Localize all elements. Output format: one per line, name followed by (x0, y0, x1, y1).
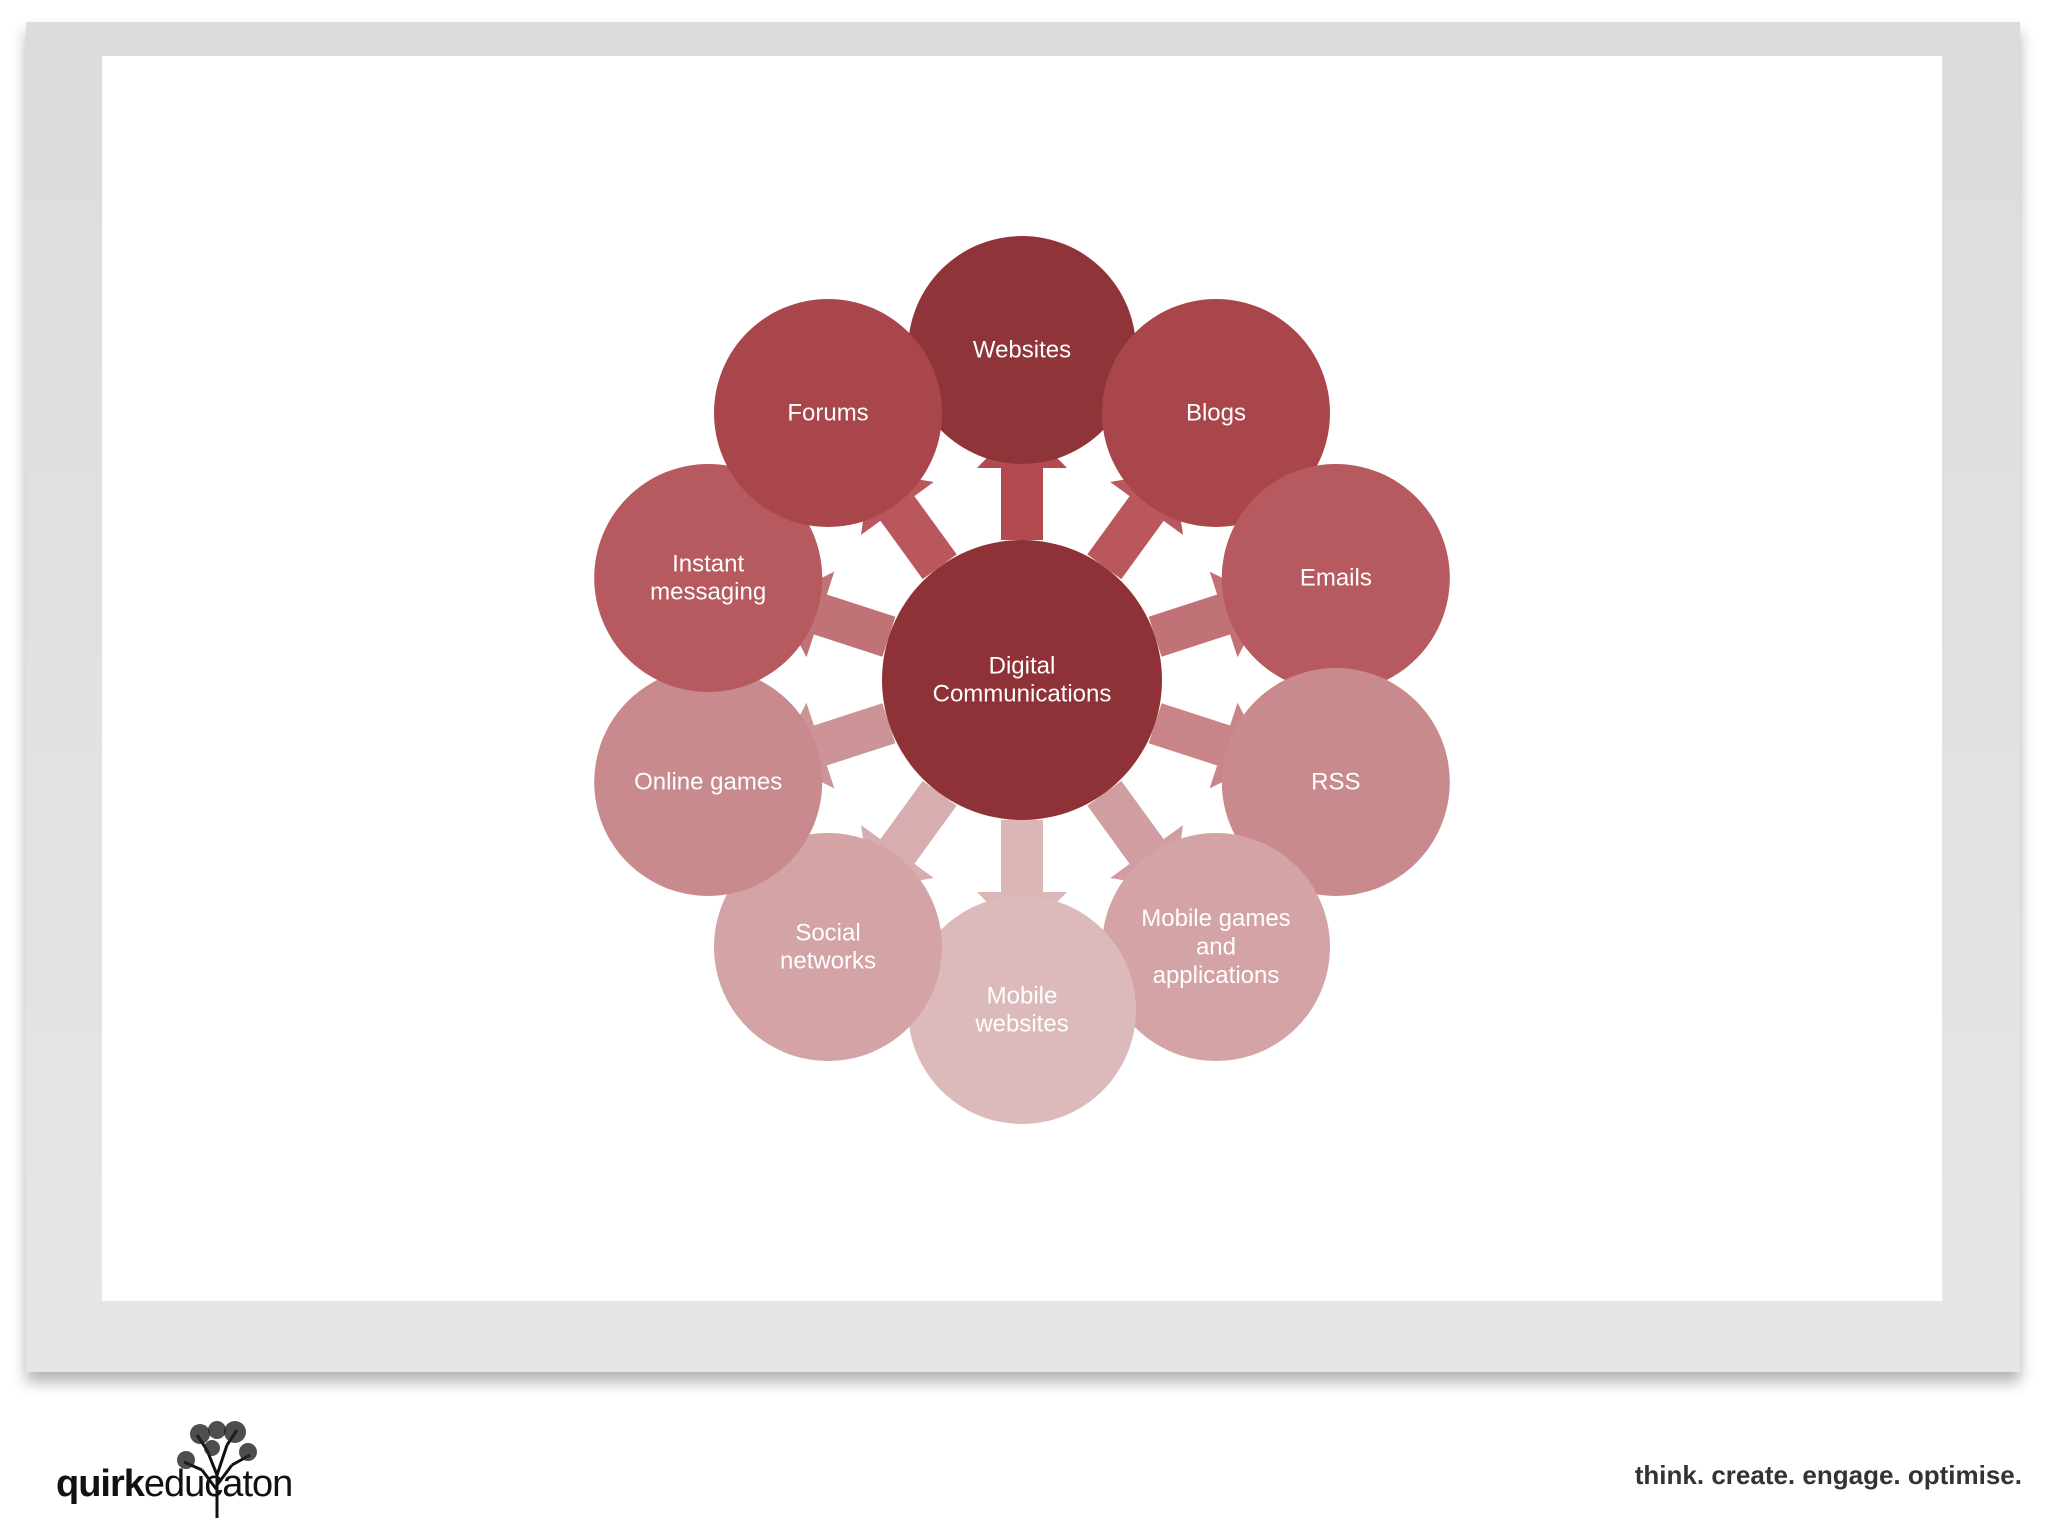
node-forums-circle (714, 299, 942, 527)
node-social-networks-circle (714, 833, 942, 1061)
quirk-education-logo: quirkeducaton (56, 1463, 293, 1506)
node-emails-label-line-0: Emails (1300, 565, 1372, 592)
node-mobile-websites-circle (908, 896, 1136, 1124)
tagline: think. create. engage. optimise. (1634, 1460, 2022, 1490)
node-blogs-label-line-0: Blogs (1186, 400, 1246, 427)
tree-icon (177, 1421, 257, 1518)
node-instant-messaging-label-line-0: Instant (672, 550, 744, 577)
node-center-label-line-1: Communications (933, 681, 1112, 708)
node-mobile-games-label-line-2: applications (1153, 962, 1280, 989)
node-instant-messaging-label-line-1: messaging (650, 579, 766, 606)
node-online-games-label-line-0: Online games (634, 768, 782, 795)
node-rss-label-line-0: RSS (1311, 768, 1360, 795)
node-rss: RSS (1221, 668, 1450, 896)
node-emails: Emails (1221, 464, 1450, 692)
node-mobile-games-label-line-0: Mobile games (1141, 905, 1290, 932)
node-social-networks-label-line-1: networks (780, 948, 876, 975)
node-blogs: Blogs (1102, 299, 1330, 527)
node-blogs-circle (1102, 299, 1330, 527)
node-forums: Forums (714, 299, 942, 527)
node-websites: Websites (908, 236, 1136, 464)
node-center-circle (882, 540, 1162, 820)
node-websites-label-line-0: Websites (973, 337, 1071, 364)
logo-tail-text: on (252, 1463, 293, 1505)
node-mobile-games-circle (1102, 833, 1330, 1061)
node-mobile-games-label-line-1: and (1196, 933, 1236, 960)
node-online-games-circle (594, 668, 823, 896)
node-center-label-line-0: Digital (989, 652, 1056, 679)
node-emails-circle (1221, 464, 1450, 692)
node-mobile-websites-label-line-1: websites (974, 1011, 1068, 1038)
node-social-networks-label-line-0: Social (795, 919, 860, 946)
node-online-games: Online games (594, 668, 823, 896)
node-websites-circle (908, 236, 1136, 464)
node-mobile-websites-label-line-0: Mobile (987, 982, 1058, 1009)
node-forums-label-line-0: Forums (787, 400, 868, 427)
node-rss-circle (1221, 668, 1450, 896)
node-instant-messaging-circle (594, 464, 823, 692)
logo-bold-text: quirk (56, 1463, 145, 1505)
